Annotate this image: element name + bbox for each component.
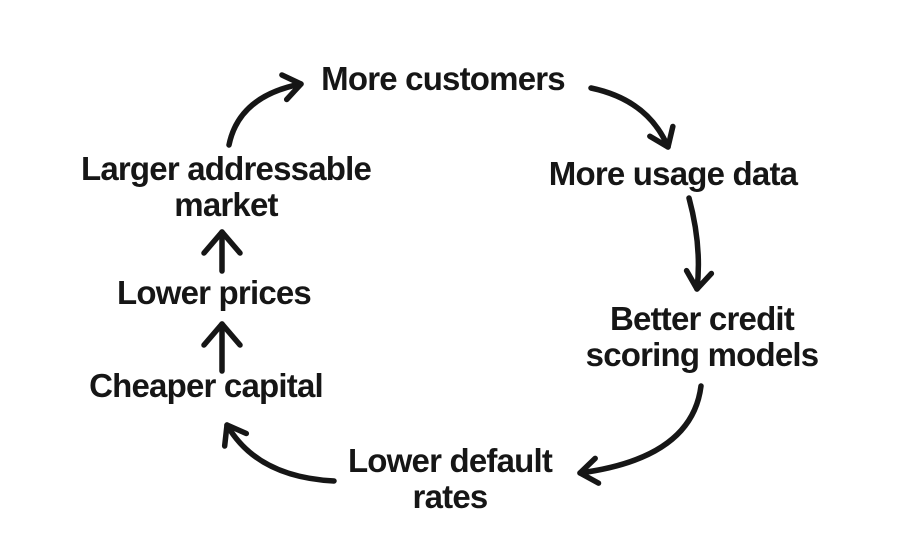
node-more-usage-data: More usage data [548, 155, 798, 192]
node-larger-addressable-market: Larger addressable market [80, 150, 372, 223]
node-label: More usage data [548, 155, 798, 192]
node-lower-default-rates: Lower default rates [347, 442, 553, 515]
arrow-better-credit-scoring-models-to-lower-default-rates [577, 383, 704, 486]
node-label: Lower prices [117, 274, 312, 311]
node-label: More customers [321, 60, 566, 97]
arrow-larger-addressable-market-to-more-customers [226, 72, 304, 148]
node-label-line: rates [412, 478, 489, 515]
node-label-line: Lower default [347, 442, 553, 479]
arrow-more-customers-to-more-usage-data [588, 85, 676, 150]
arrow-lower-default-rates-to-cheaper-capital [221, 422, 337, 484]
node-more-customers: More customers [321, 60, 566, 97]
node-label-line: Larger addressable [80, 150, 372, 187]
arrow-more-usage-data-to-better-credit-scoring-models [683, 195, 715, 292]
node-cheaper-capital: Cheaper capital [89, 367, 324, 404]
node-label-line: scoring models [585, 336, 820, 373]
node-label-line: market [174, 186, 278, 223]
node-better-credit-scoring-models: Better credit scoring models [585, 300, 820, 373]
node-label-line: Better credit [609, 300, 795, 337]
node-lower-prices: Lower prices [117, 274, 312, 311]
node-label: Cheaper capital [89, 367, 324, 404]
